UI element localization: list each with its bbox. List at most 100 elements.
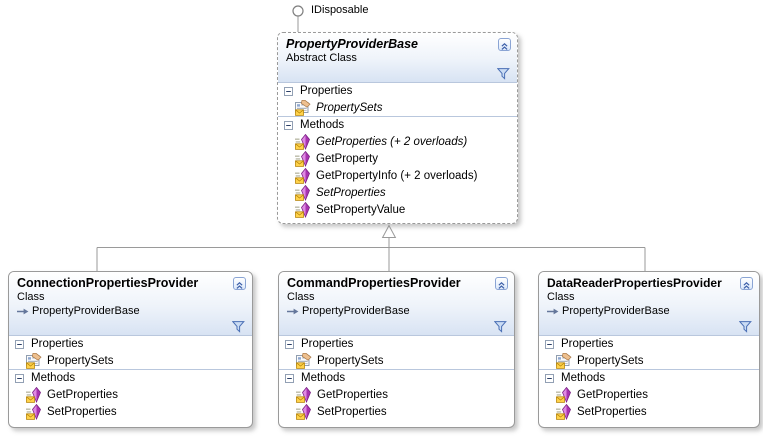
class-body: Properties PropertySets Methods GetPrope… [279,335,514,420]
interface-lollipop-icon [292,5,304,17]
compartment-methods[interactable]: Methods [9,369,252,386]
filter-icon[interactable] [739,320,752,333]
compartment-properties[interactable]: Properties [278,82,517,99]
compartment-label: Properties [31,338,84,350]
member-label: PropertySets [317,354,384,367]
class-title: CommandPropertiesProvider [287,276,461,290]
compartment-label: Properties [300,85,353,97]
collapse-button[interactable] [498,38,511,51]
class-stereotype: Class [17,291,45,303]
member-row[interactable]: GetProperties [9,386,252,403]
compartment-methods[interactable]: Methods [278,116,517,133]
compartment-properties[interactable]: Properties [9,335,252,352]
member-label: SetProperties [47,405,117,418]
member-row[interactable]: GetPropertyInfo (+ 2 overloads) [278,167,517,184]
method-protected-icon [556,387,572,403]
inheritance-arrow-icon [17,307,29,316]
method-protected-icon [295,185,311,201]
inheritance-arrow-icon [287,307,299,316]
compartment-methods[interactable]: Methods [539,369,759,386]
class-body: Properties PropertySets Methods GetPrope… [9,335,252,420]
member-row[interactable]: GetProperties (+ 2 overloads) [278,133,517,150]
collapse-button[interactable] [495,277,508,290]
member-label: GetProperties [47,388,118,401]
method-protected-icon [26,404,42,420]
expander-minus-icon[interactable] [545,374,554,383]
method-protected-icon [556,404,572,420]
class-connectionpropertiesprovider[interactable]: ConnectionPropertiesProvider Class Prope… [8,271,253,428]
method-protected-icon [295,134,311,150]
member-label: PropertySets [47,354,114,367]
class-header: DataReaderPropertiesProvider Class Prope… [539,272,759,335]
base-type-row: PropertyProviderBase [287,305,484,318]
class-title: ConnectionPropertiesProvider [17,276,199,290]
member-label: SetProperties [577,405,647,418]
class-header: ConnectionPropertiesProvider Class Prope… [9,272,252,335]
member-label: PropertySets [316,101,383,114]
expander-minus-icon[interactable] [285,340,294,349]
class-commandpropertiesprovider[interactable]: CommandPropertiesProvider Class Property… [278,271,515,428]
member-row[interactable]: GetProperties [279,386,514,403]
member-row[interactable]: SetProperties [539,403,759,420]
member-row[interactable]: PropertySets [539,352,759,369]
collapse-button[interactable] [233,277,246,290]
filter-icon[interactable] [494,320,507,333]
class-stereotype: Abstract Class [286,52,357,64]
inheritance-triangle-icon [381,224,397,238]
base-type-row: PropertyProviderBase [547,305,729,318]
property-protected-icon [26,353,42,369]
member-label: GetProperties [317,388,388,401]
property-protected-icon [556,353,572,369]
class-body: Properties PropertySets Methods GetPrope… [278,82,517,218]
expander-minus-icon[interactable] [15,340,24,349]
member-row[interactable]: SetPropertyValue [278,201,517,218]
method-protected-icon [295,151,311,167]
member-label: SetProperties [316,186,386,199]
class-header: PropertyProviderBase Abstract Class [278,33,517,82]
member-row[interactable]: SetProperties [9,403,252,420]
filter-icon[interactable] [497,67,510,80]
compartment-label: Methods [300,119,345,131]
member-row[interactable]: SetProperties [279,403,514,420]
member-row[interactable]: GetProperty [278,150,517,167]
member-row[interactable]: GetProperties [539,386,759,403]
expander-minus-icon[interactable] [285,374,294,383]
compartment-methods[interactable]: Methods [279,369,514,386]
method-protected-icon [295,168,311,184]
base-type-label: PropertyProviderBase [32,305,140,317]
member-row[interactable]: PropertySets [9,352,252,369]
method-protected-icon [295,202,311,218]
member-row[interactable]: PropertySets [278,99,517,116]
member-row[interactable]: PropertySets [279,352,514,369]
compartment-label: Methods [31,372,76,384]
compartment-label: Methods [561,372,606,384]
member-label: GetProperties (+ 2 overloads) [316,135,468,148]
member-label: SetProperties [317,405,387,418]
interface-label: IDisposable [311,4,369,16]
inheritance-arrow-icon [547,307,559,316]
class-title: PropertyProviderBase [286,37,419,51]
class-datareaderpropertiesprovider[interactable]: DataReaderPropertiesProvider Class Prope… [538,271,760,428]
filter-icon[interactable] [232,320,245,333]
member-label: PropertySets [577,354,644,367]
class-propertyproviderbase[interactable]: PropertyProviderBase Abstract Class Prop… [277,32,518,224]
compartment-label: Properties [561,338,614,350]
member-label: GetProperties [577,388,648,401]
class-title: DataReaderPropertiesProvider [547,276,722,290]
property-protected-icon [296,353,312,369]
compartment-properties[interactable]: Properties [279,335,514,352]
expander-minus-icon[interactable] [284,87,293,96]
expander-minus-icon[interactable] [15,374,24,383]
base-type-label: PropertyProviderBase [562,305,670,317]
compartment-label: Properties [301,338,354,350]
class-stereotype: Class [287,291,315,303]
method-protected-icon [296,387,312,403]
expander-minus-icon[interactable] [545,340,554,349]
expander-minus-icon[interactable] [284,121,293,130]
compartment-properties[interactable]: Properties [539,335,759,352]
compartment-label: Methods [301,372,346,384]
member-label: GetPropertyInfo (+ 2 overloads) [316,169,478,182]
member-row[interactable]: SetProperties [278,184,517,201]
collapse-button[interactable] [740,277,753,290]
